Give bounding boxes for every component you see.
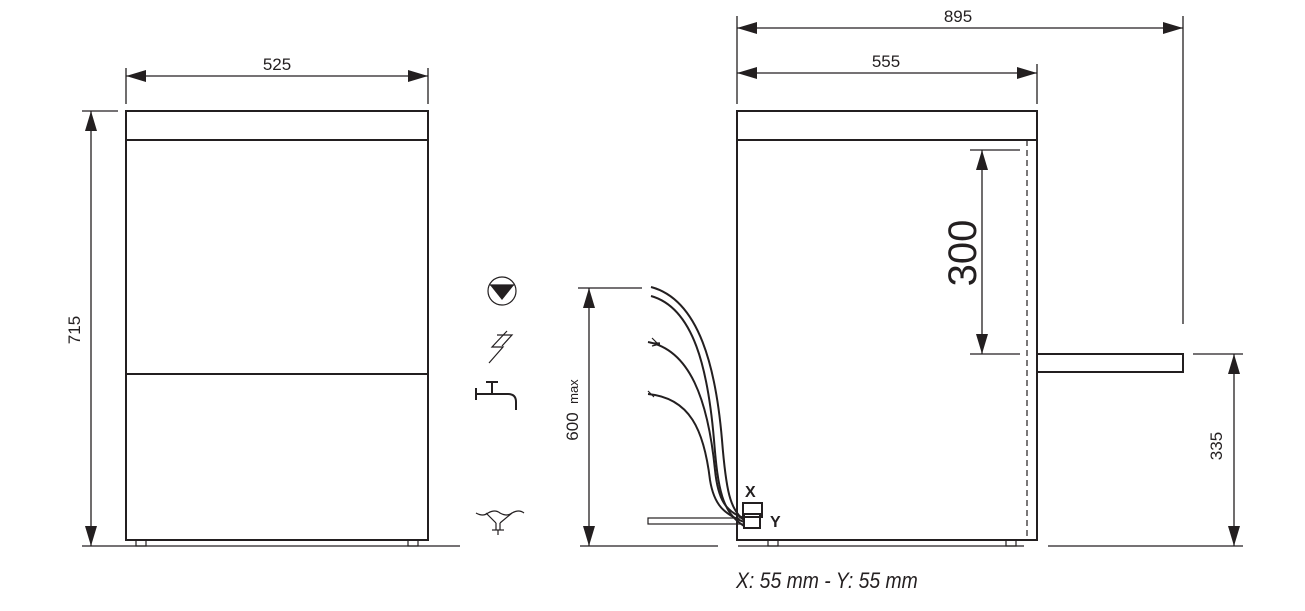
front-height-label: 715 — [65, 316, 84, 344]
front-view — [82, 110, 460, 547]
dimension-side-depth: 555 — [737, 52, 1038, 104]
side-depth-open-label: 895 — [944, 7, 972, 26]
x-marker-label: X — [745, 484, 756, 501]
water-tap-icon — [475, 381, 517, 410]
open-door-outline — [1037, 353, 1184, 373]
dimension-door-height-open: 335 — [1193, 353, 1243, 546]
connection-height-unit: max — [566, 379, 581, 404]
front-width-label: 525 — [263, 55, 291, 74]
drain-icon — [487, 276, 517, 306]
dimension-front-height: 715 — [65, 110, 118, 546]
side-body-outline — [736, 110, 1038, 541]
connection-hoses: X Y — [647, 286, 781, 531]
connector-size-caption: X: 55 mm - Y: 55 mm — [736, 568, 918, 593]
dimension-side-depth-open: 895 — [736, 7, 1184, 324]
door-height-open-label: 335 — [1207, 432, 1226, 460]
connection-height-label: 600 max — [563, 379, 582, 441]
side-depth-label: 555 — [872, 52, 900, 71]
front-body-outline — [125, 110, 429, 541]
side-view — [580, 110, 1243, 547]
floor-drain-icon — [475, 510, 525, 535]
connection-height-value: 600 — [563, 412, 582, 440]
drain-pipe — [647, 517, 745, 525]
x-connector-box — [742, 502, 763, 518]
y-marker-label: Y — [770, 514, 781, 531]
dimension-door-drop: 300 — [941, 149, 1020, 355]
door-drop-label: 300 — [941, 220, 985, 287]
dimension-connection-height: 600 max — [563, 287, 642, 546]
electric-icon — [488, 330, 514, 364]
dimension-front-width: 525 — [125, 55, 429, 104]
y-connector-box — [743, 513, 761, 529]
